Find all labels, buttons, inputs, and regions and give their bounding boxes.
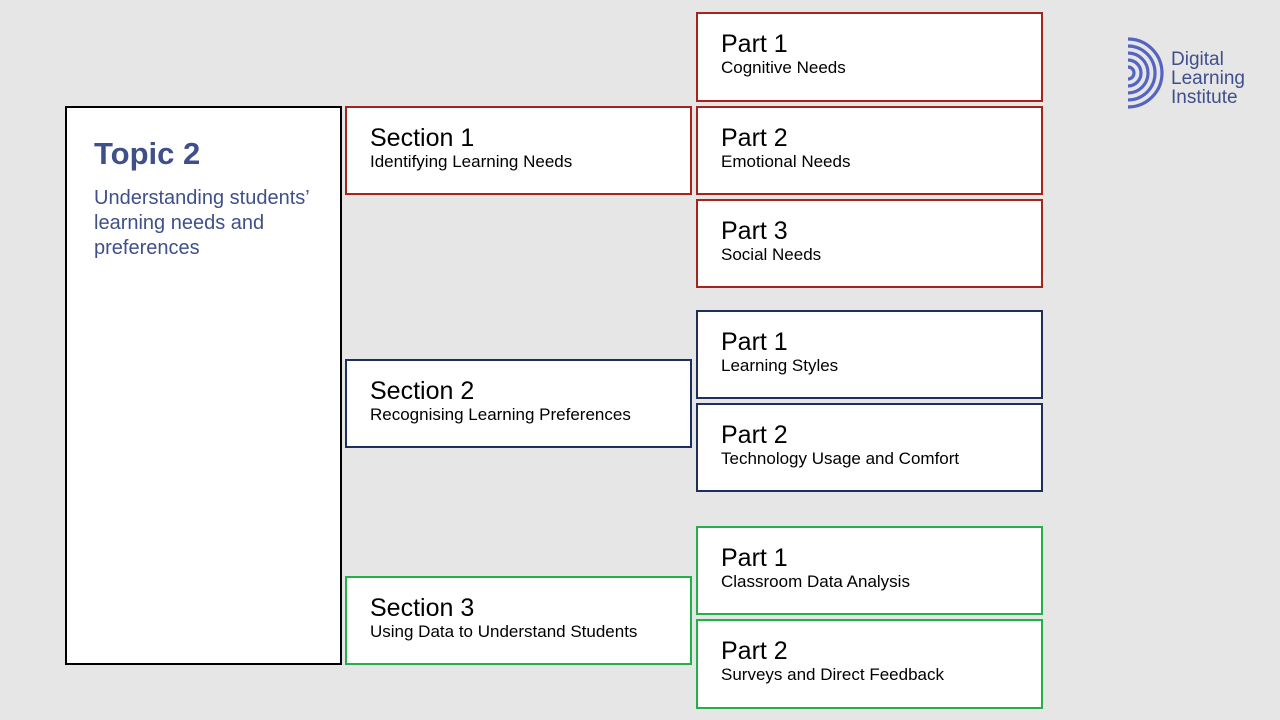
concentric-arcs-logo-icon [1127, 37, 1164, 109]
part-title: Part 1 [721, 544, 788, 572]
section-1-box: Section 1 Identifying Learning Needs [345, 106, 692, 195]
topic-description: Understanding students’ learning needs a… [94, 187, 309, 259]
logo-line-2: Learning [1171, 68, 1245, 89]
part-subtitle: Emotional Needs [721, 152, 851, 171]
section-1-subtitle: Identifying Learning Needs [370, 152, 573, 171]
section-2-title: Section 2 [370, 377, 475, 405]
section-1-part-1-box: Part 1 Cognitive Needs [696, 12, 1043, 102]
part-subtitle: Classroom Data Analysis [721, 572, 910, 591]
section-2-part-1-box: Part 1 Learning Styles [696, 310, 1043, 399]
part-subtitle: Technology Usage and Comfort [721, 449, 960, 468]
section-1-title: Section 1 [370, 124, 475, 152]
part-subtitle: Social Needs [721, 245, 822, 264]
section-3-subtitle: Using Data to Understand Students [370, 622, 638, 641]
part-title: Part 2 [721, 124, 788, 152]
part-subtitle: Learning Styles [721, 356, 839, 375]
section-3-part-1-box: Part 1 Classroom Data Analysis [696, 526, 1043, 615]
section-3-part-2-box: Part 2 Surveys and Direct Feedback [696, 619, 1043, 709]
part-title: Part 2 [721, 421, 788, 449]
part-subtitle: Cognitive Needs [721, 58, 846, 77]
topic-title: Topic 2 [94, 136, 201, 171]
logo-line-3: Institute [1171, 87, 1238, 108]
section-3-title: Section 3 [370, 594, 475, 622]
logo-line-1: Digital [1171, 49, 1224, 70]
part-title: Part 3 [721, 217, 788, 245]
digital-learning-institute-logo: Digital Learning Institute [1124, 36, 1264, 110]
part-title: Part 2 [721, 637, 788, 665]
section-1-part-2-box: Part 2 Emotional Needs [696, 106, 1043, 195]
part-title: Part 1 [721, 328, 788, 356]
part-subtitle: Surveys and Direct Feedback [721, 665, 944, 684]
section-3-box: Section 3 Using Data to Understand Stude… [345, 576, 692, 665]
section-2-box: Section 2 Recognising Learning Preferenc… [345, 359, 692, 448]
logo-text: Digital Learning Institute [1171, 50, 1245, 107]
section-2-part-2-box: Part 2 Technology Usage and Comfort [696, 403, 1043, 492]
part-title: Part 1 [721, 30, 788, 58]
section-2-subtitle: Recognising Learning Preferences [370, 405, 631, 424]
section-1-part-3-box: Part 3 Social Needs [696, 199, 1043, 288]
topic-box: Topic 2 Understanding students’ learning… [65, 106, 342, 665]
